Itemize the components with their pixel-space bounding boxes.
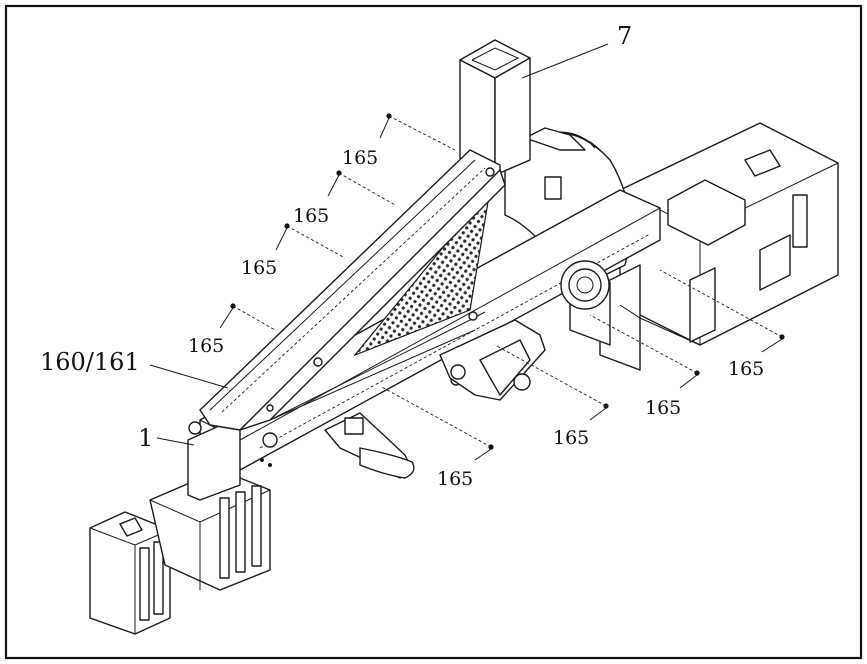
screw-leaders	[230, 113, 785, 450]
handle-post	[459, 39, 531, 176]
mesh-cover	[199, 149, 506, 431]
label-part-160-161: 160/161	[40, 348, 140, 376]
pedal-assembly	[324, 319, 546, 479]
rear-foot-bracket	[569, 122, 839, 371]
label-part-165-c: 165	[241, 257, 277, 279]
label-part-165-d: 165	[188, 335, 224, 357]
front-frame	[89, 421, 271, 635]
label-part-165-g: 165	[553, 427, 589, 449]
label-part-165-h: 165	[437, 468, 473, 490]
label-part-7: 7	[617, 22, 632, 50]
label-part-165-f: 165	[645, 397, 681, 419]
label-part-165-b: 165	[293, 205, 329, 227]
label-part-165-e: 165	[728, 358, 764, 380]
label-part-165-a: 165	[342, 147, 378, 169]
label-leaders	[149, 43, 783, 461]
diagram-border	[4, 4, 863, 660]
label-part-1: 1	[138, 424, 153, 452]
